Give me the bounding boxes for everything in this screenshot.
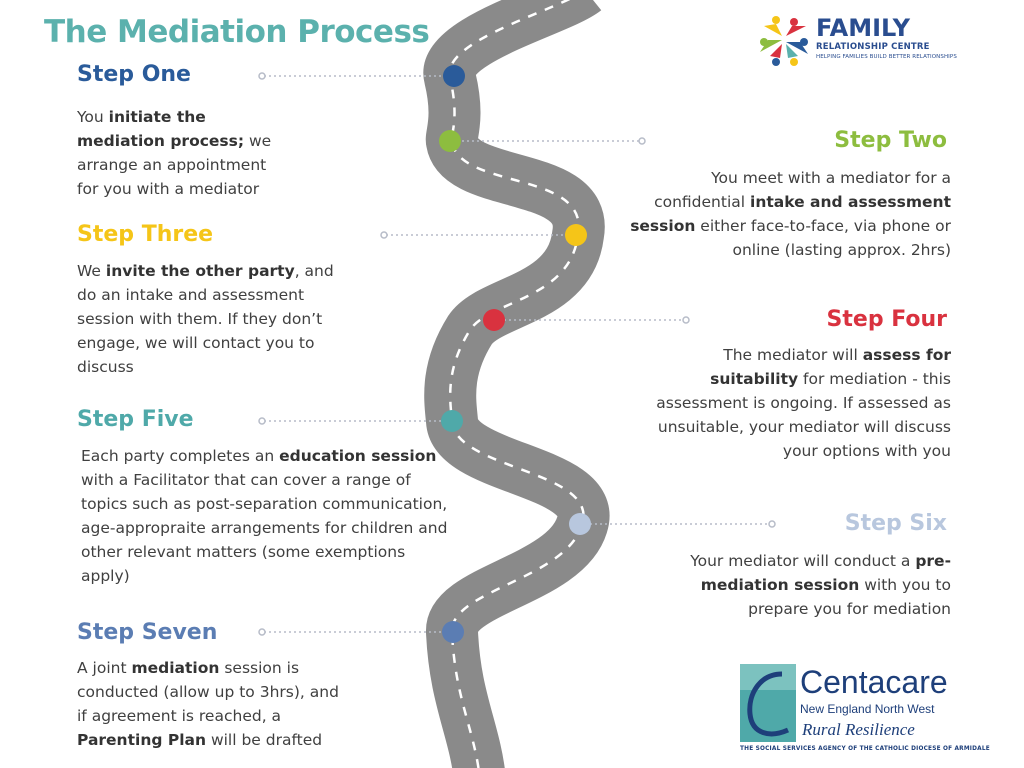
step-one-marker (443, 65, 465, 87)
step-two-marker (439, 130, 461, 152)
frc-logo-sub: RELATIONSHIP CENTRE (816, 42, 930, 52)
frc-logo-tagline: HELPING FAMILIES BUILD BETTER RELATIONSH… (816, 54, 957, 60)
step-four-text: The mediator will assess for suitability… (656, 346, 951, 460)
page-title: The Mediation Process (44, 14, 430, 50)
step-five-text: Each party completes an education sessio… (81, 447, 448, 585)
step-seven-marker (442, 621, 464, 643)
step-four-heading: Step Four (826, 307, 947, 332)
centacare-logo-rural-resilience: Rural Resilience (802, 720, 915, 739)
frc-people-icon (760, 16, 808, 66)
centacare-logo: Centacare New England North West Rural R… (740, 664, 990, 760)
centacare-logo-tagline: THE SOCIAL SERVICES AGENCY OF THE CATHOL… (740, 746, 990, 752)
step-seven-text: A joint mediation session is conducted (… (77, 659, 339, 749)
centacare-mark-icon (740, 664, 796, 742)
step-five-heading: Step Five (77, 407, 194, 432)
road-path (423, 0, 610, 768)
step-two-heading: Step Two (834, 128, 947, 153)
centacare-logo-main: Centacare (800, 664, 948, 700)
road-center-line (448, 0, 585, 768)
step-three-text: We invite the other party, and do an int… (77, 262, 334, 376)
step-one-heading: Step One (77, 62, 191, 87)
step-three-heading: Step Three (77, 222, 214, 247)
step-four-marker (483, 309, 505, 331)
step-six-heading: Step Six (844, 511, 947, 536)
step-six-text: Your mediator will conduct a pre-mediati… (690, 552, 951, 618)
family-relationship-centre-logo: FAMILY RELATIONSHIP CENTRE HELPING FAMIL… (756, 12, 957, 72)
step-five-marker (441, 410, 463, 432)
step-three-marker (565, 224, 587, 246)
frc-logo-main: FAMILY (816, 14, 910, 42)
step-two-text: You meet with a mediator for a confident… (630, 169, 951, 259)
step-seven-heading: Step Seven (77, 620, 218, 645)
centacare-logo-sub: New England North West (800, 702, 935, 716)
step-six-marker (569, 513, 591, 535)
